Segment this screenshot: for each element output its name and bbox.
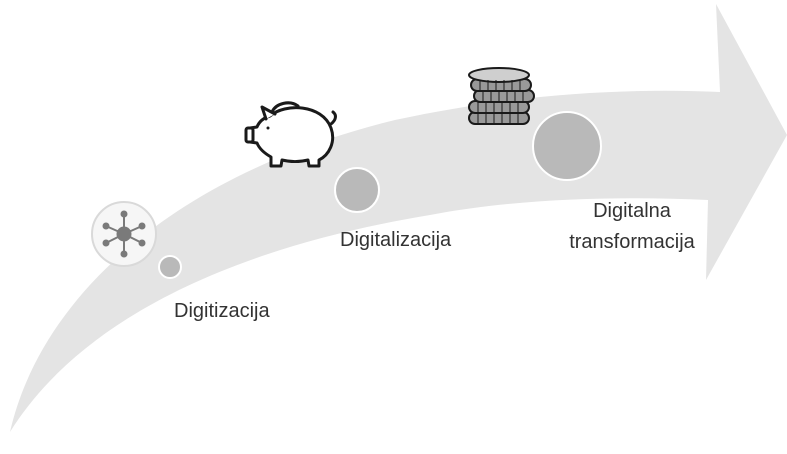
stage-label-digitizacija: Digitizacija — [174, 300, 270, 322]
stage-label-digitalizacija: Digitalizacija — [340, 229, 452, 251]
progression-arrow — [10, 4, 787, 432]
stage-marker-digitalna-transformacija — [532, 111, 602, 181]
network-hub-icon — [91, 201, 157, 267]
piggy-bank-icon — [244, 101, 337, 168]
stage-marker-digitizacija — [158, 255, 182, 279]
coin-stack-icon — [468, 67, 535, 125]
stage-label-transformacija-line2: transformacija — [569, 231, 695, 253]
stage-label-digitalna-line1: Digitalna — [593, 200, 672, 222]
stage-marker-digitalizacija — [334, 167, 380, 213]
